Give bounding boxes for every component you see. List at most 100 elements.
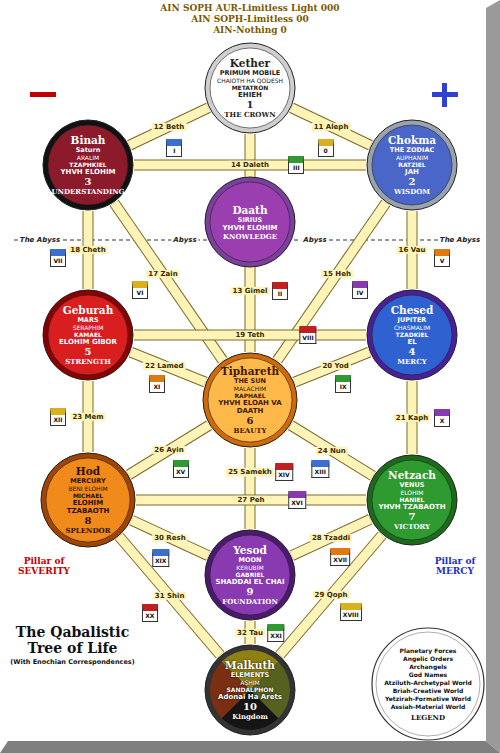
path-label: 22 Lamed (143, 361, 185, 369)
path-connector (250, 448, 251, 529)
tarot-card: VII (50, 249, 66, 267)
outer-ring (367, 455, 457, 545)
sephirah-text: BinahSaturnARALIMTZAPHKIELYHVH ELOHIM3UN… (52, 134, 124, 196)
path-label: 11 Aleph (312, 122, 351, 130)
angelic-order: CHASMALIM (394, 324, 430, 331)
sephirah-circle: HodMERCURYBENI ELOHIMMICHAELELOHIM TZABA… (40, 452, 136, 548)
tarot-card: XVIII (340, 603, 362, 621)
ain: AIN-Nothing 0 (213, 25, 287, 35)
severity-sign (30, 92, 56, 97)
sephirah-name: Malkuth (225, 659, 275, 671)
god-name: SHADDAI EL CHAI (215, 578, 284, 586)
sephirah-text: ChokmaTHE ZODIACAUPHANIMRATZIELJAH2WISDO… (376, 134, 448, 196)
sephirah-number: 10 (243, 701, 257, 712)
planet-name: THE SUN (234, 377, 266, 385)
tarot-card: XX (142, 604, 158, 622)
planet-name: ELEMENTS (231, 671, 270, 679)
sephirah-circle: TipharethTHE SUNMALACHIMRAPHAELYHVH ELOA… (202, 352, 298, 448)
path-label: 12 Beth (152, 122, 187, 130)
tarot-card: VIII (299, 326, 316, 344)
path-label: 26 Ayin (152, 446, 185, 454)
planet-name: MOON (239, 556, 262, 564)
sephirah-circle: ChokmaTHE ZODIACAUPHANIMRATZIELJAH2WISDO… (366, 119, 458, 211)
planet-name: THE ZODIAC (390, 146, 434, 154)
tarot-card: XVI (288, 491, 306, 509)
path-label: 13 Gimel (231, 287, 270, 295)
tarot-card: XVII (330, 548, 350, 566)
path-label: 15 Heh (321, 270, 353, 278)
path-outline (131, 352, 206, 382)
ain-soph: AIN SOPH-Limitless 00 (191, 14, 309, 24)
sephirah-number: 9 (247, 586, 254, 597)
mercy-cross (432, 92, 458, 97)
path-label: 24 Nun (316, 446, 348, 454)
frame-shadow (0, 741, 500, 753)
path-outline (245, 448, 256, 529)
path-label: 20 Yod (320, 361, 350, 369)
sephirah-circle: ChesedJUPITERCHASMALIMTZADKIELEL4MERCY (366, 289, 458, 381)
path-band (134, 161, 366, 170)
path-label: 23 Mem (70, 412, 105, 420)
planet-name: VENUS (400, 481, 425, 489)
diagram-title: The Qabalistic Tree of Life (10, 624, 135, 656)
god-name: ELOHIM TZABAOTH (52, 499, 124, 515)
god-name: EL (407, 338, 416, 346)
planet-name: JUPITER (398, 316, 427, 324)
god-name: Adonai Ha Arets (218, 693, 282, 701)
tarot-card: VI (132, 281, 148, 299)
legend-entry: Angelic Orders (403, 655, 453, 663)
inner-disc (48, 295, 128, 375)
sephirah-name: Chokma (388, 134, 436, 146)
tarot-card: 0 (318, 139, 334, 157)
path-connector (129, 425, 209, 475)
legend-entry: Atziluth-Archetypal World (384, 679, 472, 687)
abyss-label: Abyss (171, 236, 198, 244)
sephirah-circle: NetzachVENUSELOHIMHANIELYHVH TZABAOTH7VI… (366, 454, 458, 546)
outer-ring (41, 453, 135, 547)
outer-ring (43, 290, 133, 380)
sephirah-number: 7 (409, 511, 416, 522)
angelic-order: ASHIM (240, 679, 259, 686)
sephirah-title: STRENGTH (65, 357, 111, 366)
god-name: YHVH TZABAOTH (378, 503, 445, 511)
inner-disc (372, 295, 452, 375)
sephirah-circle: GeburahMARSSERAPHIMKAMAELELOHIM GIBOR5ST… (42, 289, 134, 381)
angelic-order: ARALIM (77, 154, 99, 161)
god-name: EHIEH (238, 91, 262, 99)
sephirah-name: Geburah (63, 304, 114, 316)
path-outline (134, 330, 366, 341)
sephirah-name: Kether (230, 57, 270, 69)
path-outline (136, 495, 366, 506)
outer-ring (203, 353, 297, 447)
tarot-card: III (288, 156, 304, 174)
sephirah-text: TipharethTHE SUNMALACHIMRAPHAELYHVH ELOA… (214, 365, 286, 435)
path-band (280, 535, 382, 655)
inner-disc (208, 358, 292, 442)
path-label: 32 Tau (235, 628, 265, 636)
path-band (136, 496, 366, 505)
legend-ring (372, 628, 484, 740)
sephirah-circle: BinahSaturnARALIMTZAPHKIELYHVH ELOHIM3UN… (42, 119, 134, 211)
sephirah-title: BEAUTY (234, 426, 267, 435)
path-band (131, 352, 206, 382)
path-band (295, 352, 370, 382)
sephirah-text: KetherPRIMUM MOBILECHAIOTH HA QODESHMETA… (214, 57, 286, 119)
path-connector (132, 520, 209, 556)
tarot-card: XII (50, 408, 66, 426)
sephirah-text: YesodMOONKERUBIMGABRIELSHADDAI EL CHAI9F… (214, 544, 286, 606)
god-name: JAH (405, 168, 419, 176)
path-outline (280, 535, 382, 655)
legend-ring (376, 632, 480, 736)
sephirah-title: KNOWLEDGE (223, 232, 277, 241)
god-name: YHVH ELOHIM (222, 224, 277, 232)
inner-disc (372, 460, 452, 540)
ain-soph-aur: AIN SOPH AUR-Limitless Light 000 (160, 3, 339, 13)
sephirah-title: MERCY (397, 357, 426, 366)
sephirah-circle: YesodMOONKERUBIMGABRIELSHADDAI EL CHAI9F… (204, 529, 296, 621)
tarot-card: IV (352, 281, 368, 299)
legend-entry: Planetary Forces (400, 647, 457, 655)
path-outline (291, 425, 373, 476)
angelic-order: AUPHANIM (396, 154, 428, 161)
sephirah-text: HodMERCURYBENI ELOHIMMICHAELELOHIM TZABA… (52, 465, 124, 535)
